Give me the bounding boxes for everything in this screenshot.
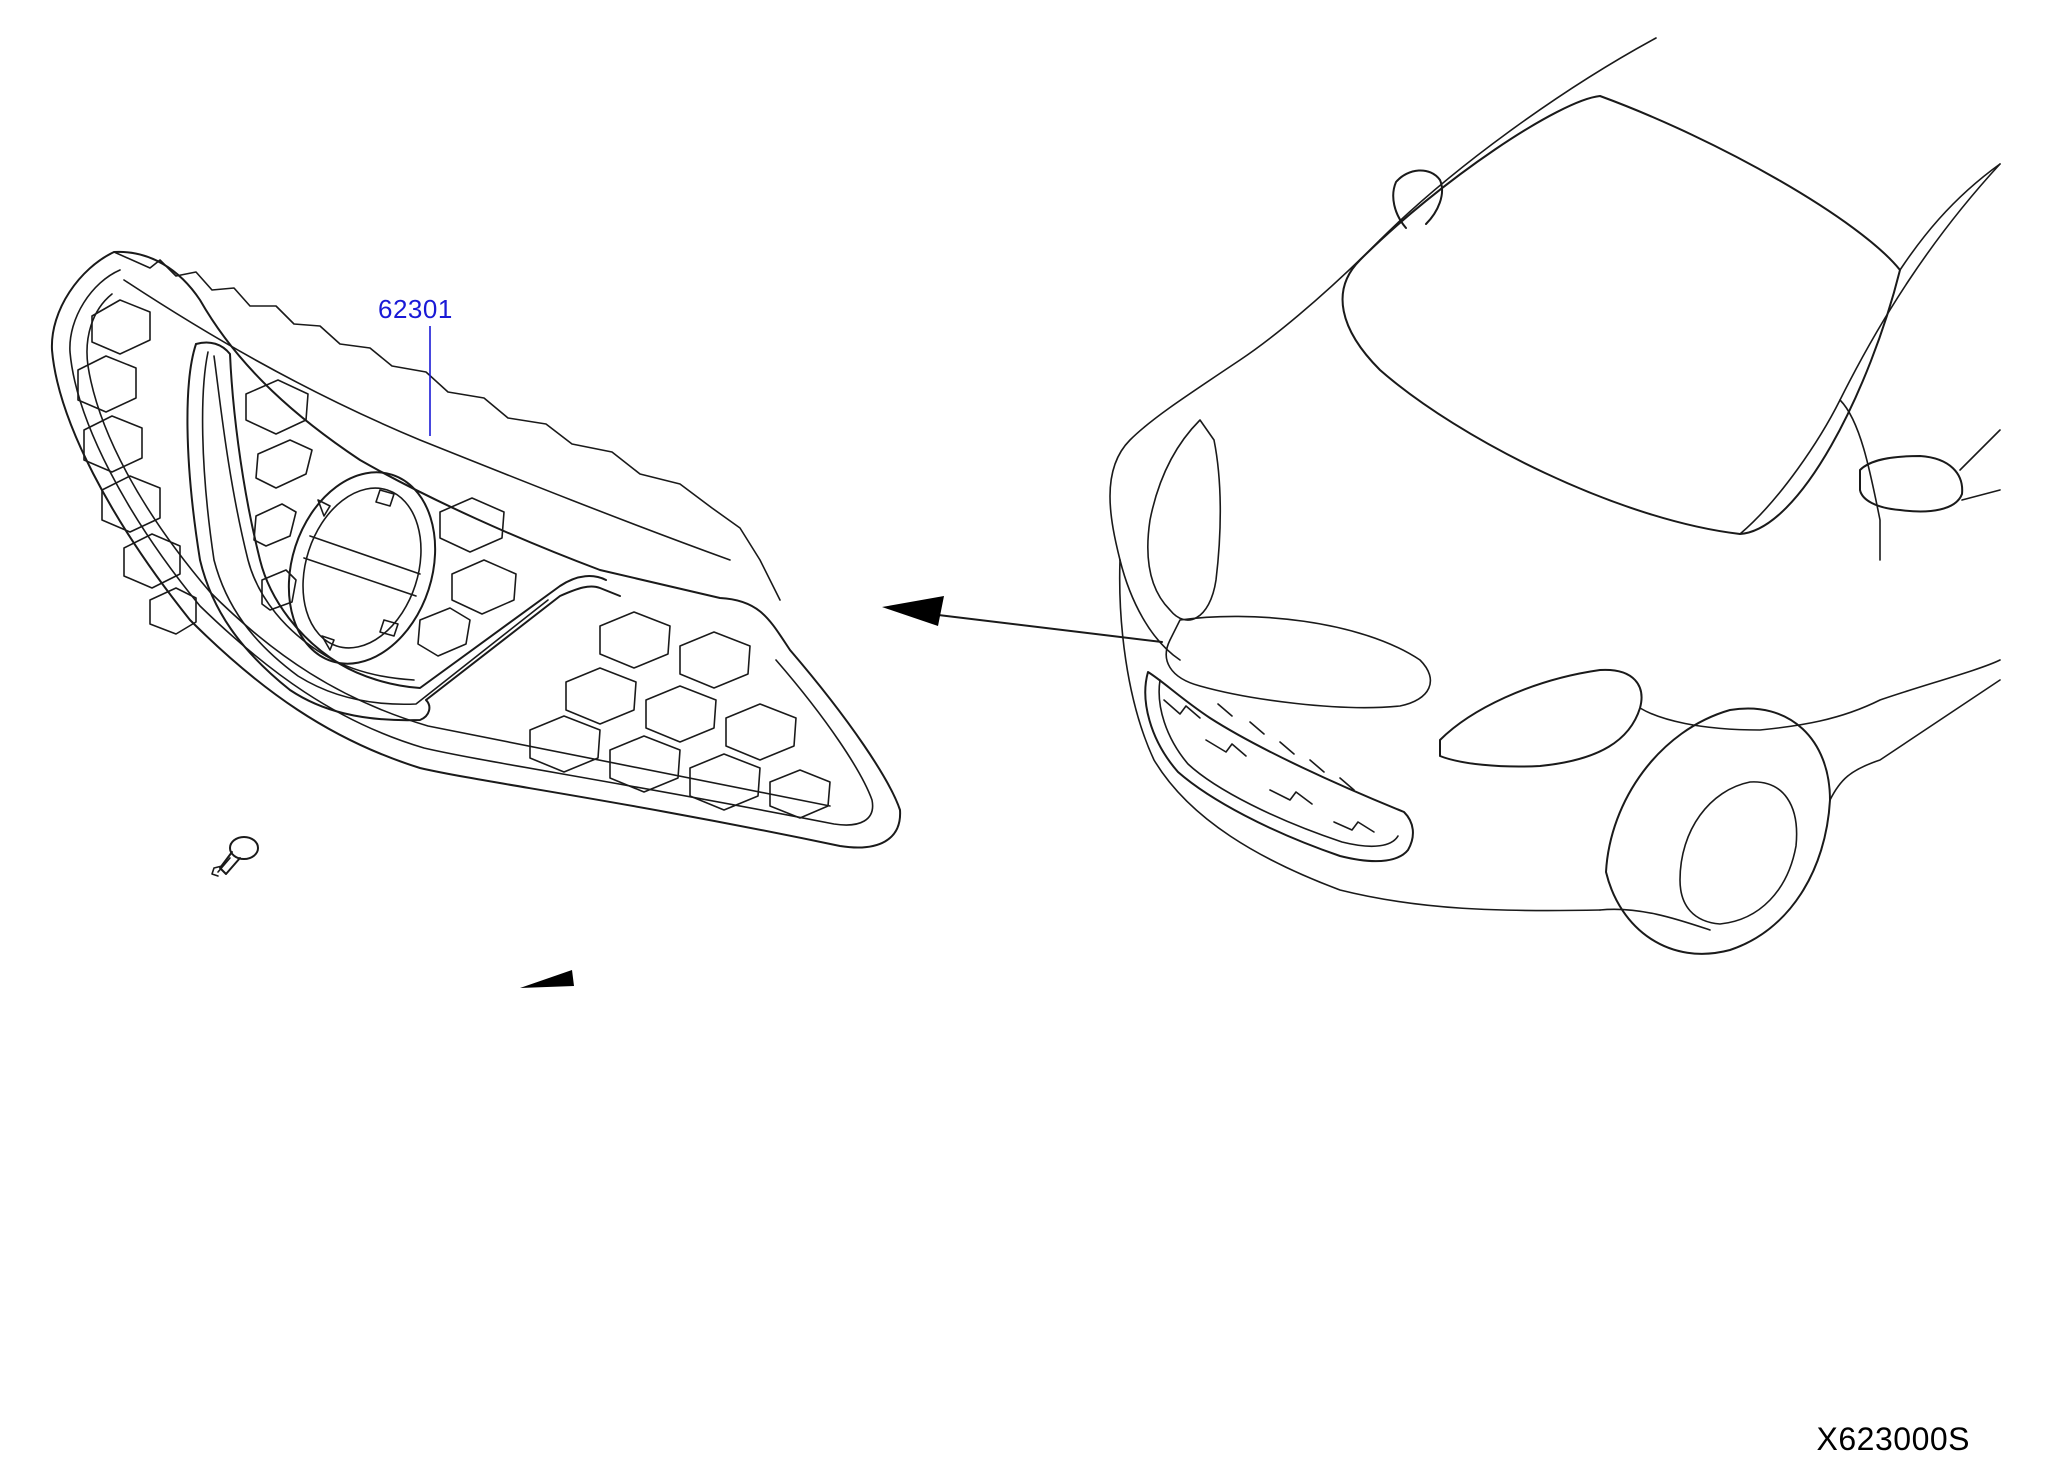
front-grille-icon — [50, 250, 902, 849]
car-front-view-icon — [1109, 37, 2001, 955]
grille-clip-icon — [211, 836, 259, 877]
figure-code: X623000S — [1816, 1421, 1970, 1457]
part-number-label[interactable]: 62301 — [378, 294, 453, 324]
orientation-pointer-icon — [520, 970, 574, 988]
